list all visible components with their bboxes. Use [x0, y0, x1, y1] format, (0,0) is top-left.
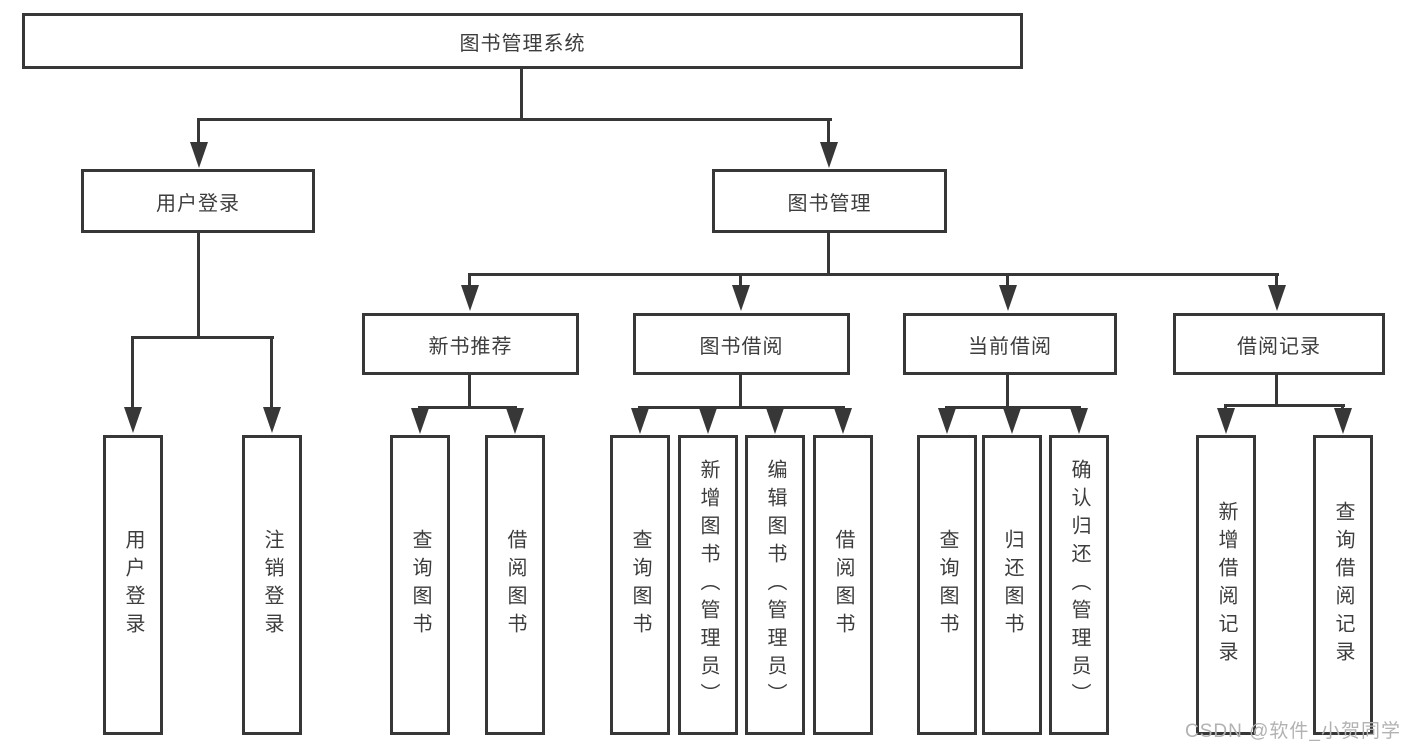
leaf-add-borrow-record: 新增借阅记录	[1196, 435, 1256, 735]
arrow-to-leaf	[411, 406, 429, 434]
node-book-borrow: 图书借阅	[633, 313, 850, 375]
arrowhead-down-icon	[461, 285, 479, 311]
leaf-label: 查询借阅记录	[1332, 501, 1354, 669]
node-new-book-recommend: 新书推荐	[362, 313, 579, 375]
leaf-logout: 注销登录	[242, 435, 302, 735]
leaf-label: 确认归还（管理员）	[1068, 459, 1090, 711]
leaf-add-books-admin: 新增图书（管理员）	[678, 435, 738, 735]
arrowhead-down-icon	[1070, 408, 1088, 434]
connector-records-trunk	[1275, 375, 1278, 407]
arrowhead-down-icon	[766, 408, 784, 434]
connector-recommend-branch	[418, 406, 517, 409]
arrowhead-down-icon	[732, 285, 750, 311]
arrow-to-borrow-records	[1268, 273, 1286, 311]
arrowhead-down-icon	[1217, 408, 1235, 434]
arrow-to-new-book-recommend	[461, 273, 479, 311]
leaf-return-books: 归还图书	[982, 435, 1042, 735]
arrowhead-down-icon	[938, 408, 956, 434]
connector-login-trunk	[197, 233, 200, 339]
connector-current-branch	[945, 406, 1081, 409]
leaf-confirm-return-admin: 确认归还（管理员）	[1049, 435, 1109, 735]
node-current-borrow: 当前借阅	[903, 313, 1117, 375]
leaf-borrow-books-recommend: 借阅图书	[485, 435, 545, 735]
arrowhead-down-icon	[506, 408, 524, 434]
leaf-label: 借阅图书	[504, 529, 526, 641]
arrowhead-down-icon	[834, 408, 852, 434]
leaf-label: 新增图书（管理员）	[697, 459, 719, 711]
arrow-to-leaf	[1217, 404, 1235, 434]
arrow-to-leaf-logout	[263, 336, 281, 433]
arrow-to-leaf	[699, 406, 717, 434]
arrow-to-leaf	[1334, 404, 1352, 434]
arrow-to-book-management	[820, 118, 838, 168]
arrow-to-current-borrow	[999, 273, 1017, 311]
leaf-label: 注销登录	[261, 529, 283, 641]
leaf-query-books-borrow: 查询图书	[610, 435, 670, 735]
node-user-login: 用户登录	[81, 169, 315, 233]
csdn-watermark: CSDN @软件_小贺同学	[1185, 721, 1401, 742]
leaf-label: 编辑图书（管理员）	[764, 459, 786, 711]
leaf-label: 用户登录	[122, 529, 144, 641]
connector-borrow-trunk	[739, 375, 742, 409]
connector-current-trunk	[1006, 375, 1009, 409]
arrowhead-down-icon	[1334, 408, 1352, 434]
connector-recommend-trunk	[468, 375, 471, 409]
leaf-label: 归还图书	[1001, 529, 1023, 641]
leaf-label: 新增借阅记录	[1215, 501, 1237, 669]
leaf-query-books-recommend: 查询图书	[390, 435, 450, 735]
arrow-to-leaf-user-login	[124, 336, 142, 433]
arrowhead-down-icon	[999, 285, 1017, 311]
arrowhead-down-icon	[631, 408, 649, 434]
arrow-to-leaf	[766, 406, 784, 434]
arrowhead-down-icon	[1003, 408, 1021, 434]
leaf-label: 查询图书	[629, 529, 651, 641]
leaf-label: 查询图书	[409, 529, 431, 641]
arrow-to-leaf	[834, 406, 852, 434]
leaf-borrow-books: 借阅图书	[813, 435, 873, 735]
arrowhead-down-icon	[411, 408, 429, 434]
node-borrow-records: 借阅记录	[1173, 313, 1385, 375]
connector-mgmt-branch	[468, 273, 1279, 276]
leaf-edit-books-admin: 编辑图书（管理员）	[745, 435, 805, 735]
arrow-to-leaf	[631, 406, 649, 434]
connector-root-branch	[197, 118, 832, 121]
leaf-label: 借阅图书	[832, 529, 854, 641]
arrow-to-leaf	[1003, 406, 1021, 434]
arrow-to-leaf	[506, 406, 524, 434]
connector-records-branch	[1224, 404, 1345, 407]
connector-login-branch	[131, 336, 274, 339]
arrow-to-user-login	[190, 118, 208, 168]
arrowhead-down-icon	[1268, 285, 1286, 311]
connector-borrow-branch	[638, 406, 845, 409]
leaf-query-books-current: 查询图书	[917, 435, 977, 735]
arrowhead-down-icon	[820, 142, 838, 168]
arrow-to-leaf	[1070, 406, 1088, 434]
arrowhead-down-icon	[263, 407, 281, 433]
connector-mgmt-trunk	[827, 233, 830, 276]
arrow-to-book-borrow	[732, 273, 750, 311]
arrowhead-down-icon	[124, 407, 142, 433]
leaf-query-borrow-record: 查询借阅记录	[1313, 435, 1373, 735]
connector-root-trunk	[520, 69, 523, 118]
arrowhead-down-icon	[699, 408, 717, 434]
leaf-label: 查询图书	[936, 529, 958, 641]
node-library-system: 图书管理系统	[22, 13, 1023, 69]
leaf-user-login: 用户登录	[103, 435, 163, 735]
arrowhead-down-icon	[190, 142, 208, 168]
node-book-management: 图书管理	[712, 169, 947, 233]
arrow-to-leaf	[938, 406, 956, 434]
